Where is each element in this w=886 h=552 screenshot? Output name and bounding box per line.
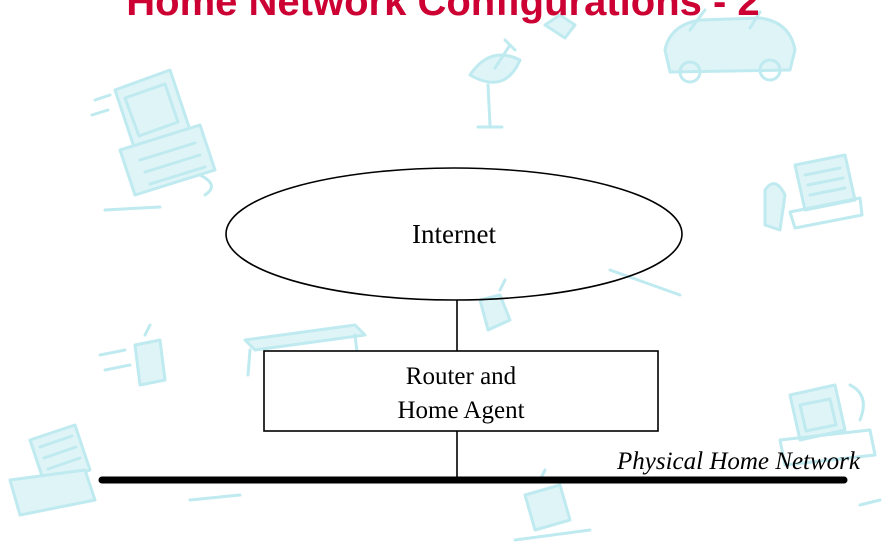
network-diagram <box>98 167 848 484</box>
computer-icon <box>778 383 877 467</box>
laptop-icon <box>763 153 864 232</box>
person-at-desk-icon <box>478 278 512 332</box>
router-label-line1: Router and <box>405 363 517 390</box>
router-label-line2: Home Agent <box>397 397 525 424</box>
car-icon <box>663 8 797 84</box>
internet-cloud <box>225 167 683 301</box>
internet-label: Internet <box>412 219 496 249</box>
satellite-dish-icon <box>468 38 522 129</box>
person-at-desk-icon <box>513 468 592 542</box>
person-at-desk-icon <box>543 13 577 40</box>
physical-home-network-label: Physical Home Network <box>616 448 860 475</box>
person-at-desk-icon <box>98 323 167 387</box>
router-home-agent-label: Router and Home Agent <box>264 360 658 428</box>
laptop-icon <box>8 423 97 517</box>
computer-icon <box>90 68 217 197</box>
slide-title: Home Network Configurations - 2 <box>126 0 760 24</box>
router-box <box>263 350 659 432</box>
